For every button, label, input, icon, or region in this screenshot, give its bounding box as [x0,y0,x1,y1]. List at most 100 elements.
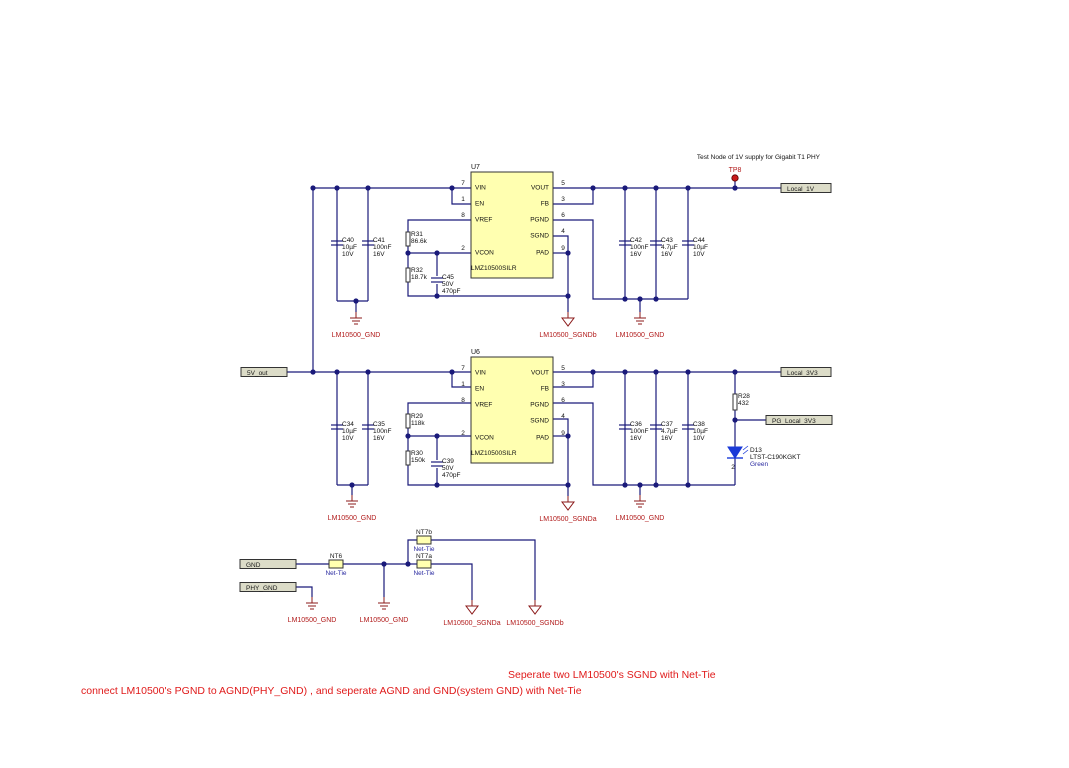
port-box[interactable] [780,367,832,377]
ic-ref: U6 [471,349,480,356]
resistor-ref: R30 [411,450,423,457]
cap-value: 100nF [630,244,648,251]
cap-voltage: 470pF [442,288,460,295]
cap-ref: C40 [342,237,354,244]
pin-number: 7 [461,180,465,187]
port-box[interactable] [780,183,832,193]
cap-ref: C35 [373,421,385,428]
resistor-ref: R28 [738,393,750,400]
ground-lm10500-gnd: LM10500_GND [616,312,664,339]
cap-value: 10µF [693,428,708,435]
junction-dot [653,482,659,488]
port-local-3v3: Local_3V3 [780,367,832,377]
pin-name: FB [541,201,549,208]
resistor-value: 118k [411,420,425,427]
cap-voltage: 16V [373,251,385,258]
pin-number: 9 [561,245,565,252]
pin-number: 1 [461,381,465,388]
junction-dot [565,433,571,439]
resistor-value: 432 [738,400,749,407]
resistor-value: 18.7k [411,274,428,281]
parts: LM10500_GNDC4010µF10VC41100nF16VR3186.6k… [239,164,833,627]
led-pin-number: 2 [731,464,735,471]
ground-sgndb: LM10500_SGNDb [539,312,597,339]
ground-lm10500-gnd: LM10500_GND [288,597,337,624]
nt7b-right [431,539,536,600]
port-label: Local_3V3 [787,370,818,377]
pgnd-wire [553,219,688,300]
ground-label: LM10500_GND [328,515,377,522]
ic-ref: U7 [471,164,480,171]
cap-value: 4.7µF [661,428,678,435]
cap-voltage: 16V [630,251,642,258]
nt7b-left [407,539,417,564]
phy-gnd-drop [296,586,313,597]
port-label: GND [246,562,261,569]
pin-name: PAD [536,250,549,257]
pin-name: EN [475,386,484,393]
sgnd-wire [553,418,569,496]
ground-sgnda: LM10500_SGNDa [443,600,501,627]
ic-u7: U7LMZ10500SILRVIN7EN1VREF8VCON2VOUT5FB3P… [461,164,565,279]
port-box[interactable] [239,582,297,592]
fb-wire [553,188,594,205]
cap-ref: C34 [342,421,354,428]
junction-dot [405,433,411,439]
ground-label: LM10500_GND [360,617,409,624]
pin-name: SGND [530,418,549,425]
ground-label: LM10500_GND [332,332,381,339]
cap-ref: C36 [630,421,642,428]
cap-value: 100nF [373,428,391,435]
ground-label: LM10500_GND [288,617,337,624]
pin-number: 6 [561,397,565,404]
led-arrow [742,445,749,451]
port-label: Local_1V [787,186,815,193]
led-arrow [742,449,749,455]
ic-part: LMZ10500SILR [471,265,517,272]
cap-value: 10µF [342,428,357,435]
port-phy-gnd: PHY_GND [239,582,297,592]
cap-voltage: 10V [342,251,354,258]
cap-value: 10µF [342,244,357,251]
nt7a-right [431,563,473,600]
port-pg-local-3v3: PG_Local_3V3 [765,415,833,425]
pin-name: PGND [530,217,549,224]
divider-bottom [407,282,568,297]
port-box[interactable] [239,559,297,569]
port-gnd: GND [239,559,297,569]
pin-name: FB [541,386,549,393]
pin-number: 5 [561,365,565,372]
junction-dot [622,482,628,488]
pin-number: 3 [561,381,565,388]
port-box[interactable] [765,415,833,425]
cap-value: 50V [442,465,454,472]
pin-name: PAD [536,435,549,442]
cap-voltage: 10V [693,251,705,258]
port-label: PG_Local_3V3 [772,418,816,425]
cap-ref: C43 [661,237,673,244]
junction-dot [434,482,440,488]
port-label: 5V_out [247,370,268,377]
cap-voltage: 16V [661,435,673,442]
pin-name: VOUT [531,370,549,377]
cap-value: 10µF [693,244,708,251]
cap-value: 50V [442,281,454,288]
pin-name: VCON [475,435,494,442]
ground-lm10500-gnd: LM10500_GND [616,495,664,522]
ground-label: LM10500_SGNDa [539,516,596,523]
net-tie-body [328,559,344,569]
port-box[interactable] [240,367,288,377]
pin-number: 9 [561,430,565,437]
pin-number: 2 [461,430,465,437]
test-node-note: Test Node of 1V supply for Gigabit T1 PH… [697,154,821,161]
test-point-marker[interactable] [731,174,739,182]
